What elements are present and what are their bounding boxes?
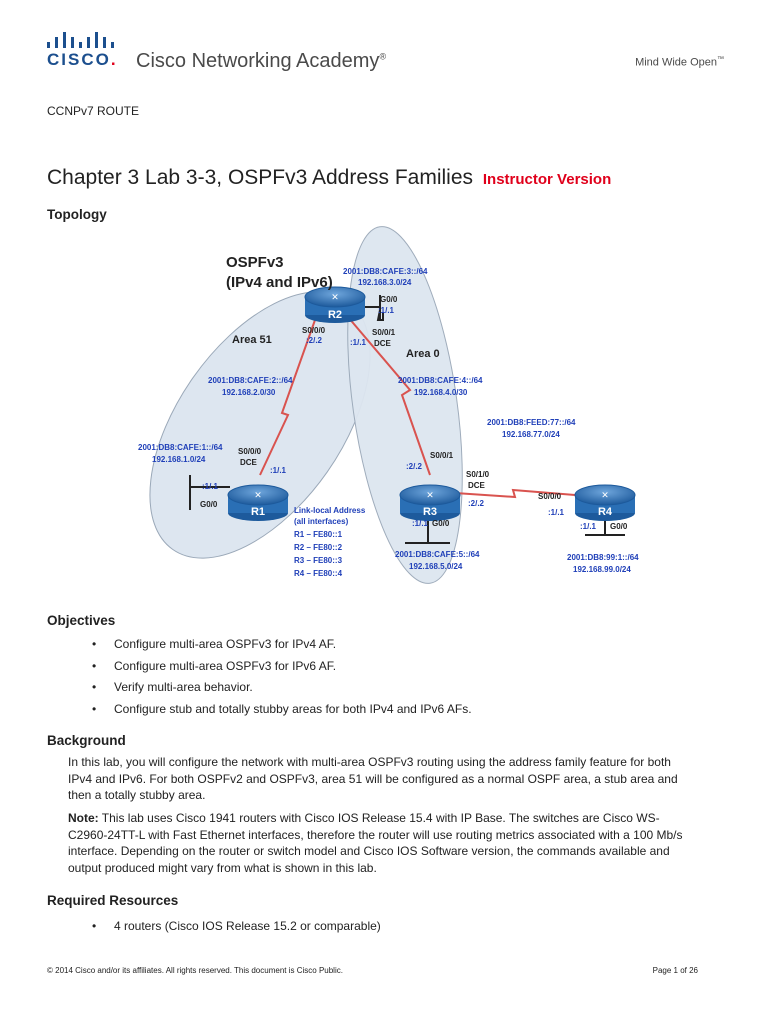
section-heading-topology: Topology — [47, 207, 107, 222]
link12-ipv4: 192.168.2.0/30 — [222, 388, 276, 397]
r3-s001-addr: :2/.2 — [406, 462, 423, 471]
r2-s001-addr: :1/.1 — [350, 338, 367, 347]
r2-s000-addr: :2/.2 — [306, 336, 323, 345]
note-paragraph: Note: This lab uses Cisco 1941 routers w… — [68, 811, 683, 875]
router-r1-label: R1 — [251, 506, 265, 518]
link-local-title-2: (all interfaces) — [294, 517, 349, 526]
serial-link-r1-r2 — [259, 319, 316, 476]
r2-g00-label: G0/0 — [380, 295, 398, 304]
r1-g00-label: G0/0 — [200, 500, 218, 509]
r1-dce-label: DCE — [240, 458, 258, 467]
r2-s001-label: S0/0/1 — [372, 328, 396, 337]
r2-s000-label: S0/0/0 — [302, 326, 326, 335]
section-heading-objectives: Objectives — [47, 613, 116, 628]
list-item: 4 routers (Cisco IOS Release 15.2 or com… — [92, 919, 381, 941]
section-heading-background: Background — [47, 733, 126, 748]
r2-g00-addr: :1/.1 — [378, 306, 395, 315]
background-paragraph: In this lab, you will configure the netw… — [68, 755, 678, 802]
list-item: Configure multi-area OSPFv3 for IPv6 AF. — [92, 659, 472, 681]
svg-text:✕: ✕ — [601, 490, 609, 500]
instructor-version-label: Instructor Version — [482, 171, 612, 188]
objectives-list: Configure multi-area OSPFv3 for IPv4 AF.… — [92, 637, 472, 723]
r4-s000-label: S0/0/0 — [538, 492, 562, 501]
diagram-heading-1: OSPFv3 — [226, 254, 284, 271]
r3-g00-label: G0/0 — [432, 519, 450, 528]
link-local-r1: R1 – FE80::1 — [294, 530, 343, 539]
router-r2: ✕ R2 — [304, 286, 366, 323]
serial-link-r2-r3 — [347, 316, 431, 476]
course-name: CCNPv7 ROUTE — [47, 104, 140, 118]
topology-diagram: ✕ R2 ✕ R1 ✕ R3 ✕ R4 OSPFv3 (IPv4 and IPv… — [138, 226, 639, 584]
r1-s000-label: S0/0/0 — [238, 447, 262, 456]
list-item: Configure stub and totally stubby areas … — [92, 702, 472, 724]
r1-s000-addr: :1/.1 — [270, 466, 287, 475]
svg-text:✕: ✕ — [426, 490, 434, 500]
r4-lan-ipv6: 2001:DB8:99:1::/64 — [567, 553, 639, 562]
list-item: Verify multi-area behavior. — [92, 680, 472, 702]
section-heading-required-resources: Required Resources — [47, 893, 179, 908]
r2-s001-dce: DCE — [374, 339, 392, 348]
r4-lan-ipv4: 192.168.99.0/24 — [573, 565, 631, 574]
title-main: Chapter 3 Lab 3-3, OSPFv3 Address Famili… — [47, 166, 474, 189]
link-local-title-1: Link-local Address — [294, 506, 366, 515]
r3-lan-ipv4: 192.168.5.0/24 — [409, 562, 463, 571]
r4-g00-label: G0/0 — [610, 522, 628, 531]
cisco-logo-word: CISCO. — [47, 50, 118, 69]
footer-page-number: Page 1 of 26 — [652, 966, 698, 975]
link23-ipv4: 192.168.4.0/30 — [414, 388, 468, 397]
router-r4: ✕ R4 — [574, 484, 636, 521]
link34-ipv6: 2001:DB8:FEED:77::/64 — [487, 418, 576, 427]
r3-dce-label: DCE — [468, 481, 486, 490]
link12-ipv6: 2001:DB8:CAFE:2::/64 — [208, 376, 293, 385]
cisco-logo-bars — [47, 32, 114, 48]
tagline: Mind Wide Open™ — [635, 56, 724, 69]
footer-copyright: © 2014 Cisco and/or its affiliates. All … — [47, 966, 343, 975]
link23-ipv6: 2001:DB8:CAFE:4::/64 — [398, 376, 483, 385]
r3-s001-label: S0/0/1 — [430, 451, 454, 460]
note-label: Note: — [68, 811, 99, 825]
r3-lan-ipv6: 2001:DB8:CAFE:5::/64 — [395, 550, 480, 559]
link-local-r3: R3 – FE80::3 — [294, 556, 343, 565]
area-0-label: Area 0 — [406, 348, 440, 360]
area-51-label: Area 51 — [232, 334, 272, 346]
router-r2-label: R2 — [328, 309, 342, 321]
router-r3-label: R3 — [423, 506, 437, 518]
r2-lan-ipv4: 192.168.3.0/24 — [358, 278, 412, 287]
router-r3: ✕ R3 — [399, 484, 461, 521]
list-item: Configure multi-area OSPFv3 for IPv4 AF. — [92, 637, 472, 659]
link-local-r4: R4 – FE80::4 — [294, 569, 343, 578]
r1-lan-ipv4: 192.168.1.0/24 — [152, 455, 206, 464]
diagram-heading-2: (IPv4 and IPv6) — [226, 274, 333, 291]
page-title: Chapter 3 Lab 3-3, OSPFv3 Address Famili… — [47, 166, 611, 190]
router-r4-label: R4 — [598, 506, 613, 518]
page-header: CISCO. Cisco Networking Academy® Mind Wi… — [0, 0, 768, 84]
serial-link-r3-r4 — [454, 488, 576, 499]
link34-ipv4: 192.168.77.0/24 — [502, 430, 560, 439]
r1-lan-ipv6: 2001:DB8:CAFE:1::/64 — [138, 443, 223, 452]
svg-text:✕: ✕ — [331, 292, 339, 302]
r2-lan-ipv6: 2001:DB8:CAFE:3::/64 — [343, 267, 428, 276]
router-r1: ✕ R1 — [227, 484, 289, 521]
svg-text:✕: ✕ — [254, 490, 262, 500]
r1-g00-addr: :1/.1 — [202, 482, 219, 491]
r3-s010-addr: :2/.2 — [468, 499, 485, 508]
academy-name: Cisco Networking Academy® — [136, 50, 387, 72]
r4-s000-addr: :1/.1 — [548, 508, 565, 517]
r3-s010-label: S0/1/0 — [466, 470, 490, 479]
r4-g00-addr: :1/.1 — [580, 522, 597, 531]
r3-g00-addr: :1/.1 — [412, 519, 429, 528]
link-local-r2: R2 – FE80::2 — [294, 543, 343, 552]
resources-list: 4 routers (Cisco IOS Release 15.2 or com… — [92, 919, 381, 941]
